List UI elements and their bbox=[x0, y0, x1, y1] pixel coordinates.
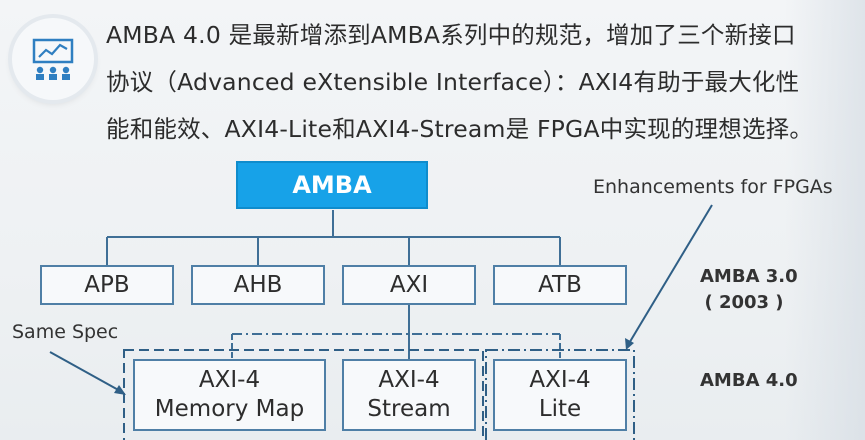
presentation-icon bbox=[12, 18, 94, 100]
apb-label: APB bbox=[84, 272, 130, 298]
axi-box: AXI bbox=[342, 265, 476, 305]
axi4-stream-line2: Stream bbox=[367, 396, 451, 422]
amba4-label: AMBA 4.0 bbox=[700, 370, 798, 391]
axi4-memory-map-line2: Memory Map bbox=[154, 396, 305, 422]
axi4-memory-map-line1: AXI-4 bbox=[198, 367, 261, 393]
amba-root-label: AMBA bbox=[292, 171, 372, 199]
axi4-lite-line1: AXI-4 bbox=[529, 367, 591, 393]
intro-line-1: AMBA 4.0 是最新增添到AMBA系列中的规范，增加了三个新接口 bbox=[106, 21, 796, 49]
axi4-stream-box: AXI-4 Stream bbox=[342, 359, 476, 431]
intro-line-3: 能和能效、AXI4-Lite和AXI4-Stream是 FPGA中实现的理想选择… bbox=[106, 115, 814, 143]
amba3-label: AMBA 3.0 bbox=[700, 266, 798, 287]
atb-label: ATB bbox=[538, 272, 582, 298]
axi4-lite-line2: Lite bbox=[538, 396, 582, 422]
enhancements-callout: Enhancements for FPGAs bbox=[593, 176, 833, 198]
enhancements-group bbox=[485, 349, 635, 440]
apb-box: APB bbox=[40, 265, 174, 305]
same-spec-arrow bbox=[49, 351, 123, 393]
axi-label: AXI bbox=[389, 272, 429, 298]
same-spec-arrowhead bbox=[114, 385, 126, 395]
amba3-year: ( 2003 ) bbox=[704, 292, 784, 313]
same-spec-group bbox=[123, 349, 484, 440]
axi4-lite-box: AXI-4 Lite bbox=[493, 359, 627, 431]
amba-root-box: AMBA bbox=[236, 161, 428, 209]
axi4-stream-line1: AXI-4 bbox=[378, 367, 440, 393]
same-spec-callout: Same Spec bbox=[12, 321, 119, 343]
ahb-label: AHB bbox=[233, 272, 283, 298]
axi4-memory-map-box: AXI-4 Memory Map bbox=[133, 359, 326, 431]
intro-paragraph: AMBA 4.0 是最新增添到AMBA系列中的规范，增加了三个新接口 协议（Ad… bbox=[106, 12, 861, 153]
intro-line-2: 协议（Advanced eXtensible Interface）：AXI4有助… bbox=[106, 68, 800, 96]
enhancements-arrowhead bbox=[625, 338, 634, 350]
enhancements-arrow bbox=[627, 204, 713, 346]
ahb-box: AHB bbox=[191, 265, 325, 305]
background-decoration bbox=[785, 0, 865, 440]
atb-box: ATB bbox=[493, 265, 627, 305]
